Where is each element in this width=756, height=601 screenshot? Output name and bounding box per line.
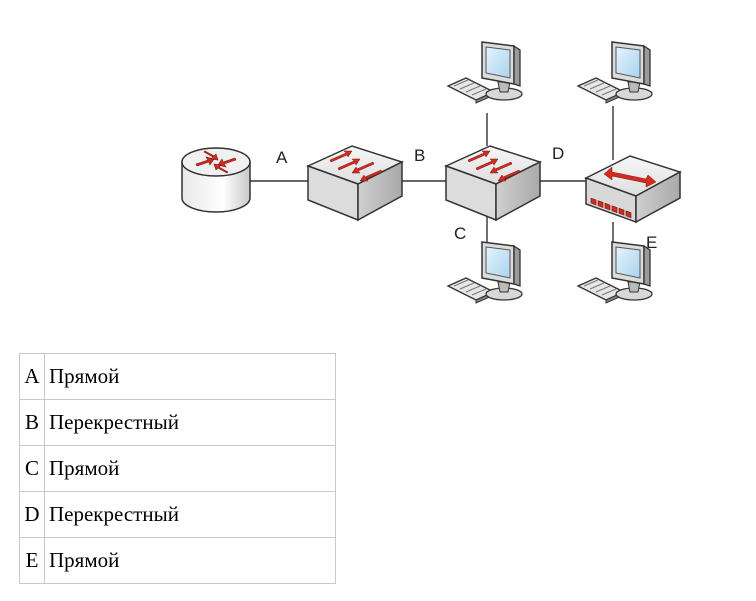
cable-type: Перекрестный [44,491,336,538]
segment-label-c: C [454,224,466,243]
segment-key: E [19,537,45,584]
network-diagram: A B C D E [181,41,682,304]
computer-icon [577,41,653,104]
router-icon [181,147,251,213]
computer-icon [447,41,523,104]
switch-1-icon [306,145,404,222]
segment-key: B [19,399,45,446]
table-row: E Прямой [19,537,336,584]
segment-label-e: E [646,233,657,252]
segment-key: A [19,353,45,400]
cable-type-table: A Прямой B Перекрестный C Прямой D Перек… [19,353,336,584]
segment-label-b: B [414,146,425,165]
switch-2-icon [444,145,542,222]
segment-key: D [19,491,45,538]
segment-label-d: D [552,144,564,163]
table-row: D Перекрестный [19,491,336,538]
segment-key: C [19,445,45,492]
cable-type: Прямой [44,537,336,584]
cable-type: Прямой [44,445,336,492]
computer-icon [447,241,523,304]
table-row: C Прямой [19,445,336,492]
computer-icon [577,241,653,304]
cable-type: Прямой [44,353,336,400]
cable-lines [250,106,614,248]
segment-label-a: A [276,148,288,167]
hub-icon [584,155,682,224]
table-row: B Перекрестный [19,399,336,446]
cable-type: Перекрестный [44,399,336,446]
table-row: A Прямой [19,353,336,400]
